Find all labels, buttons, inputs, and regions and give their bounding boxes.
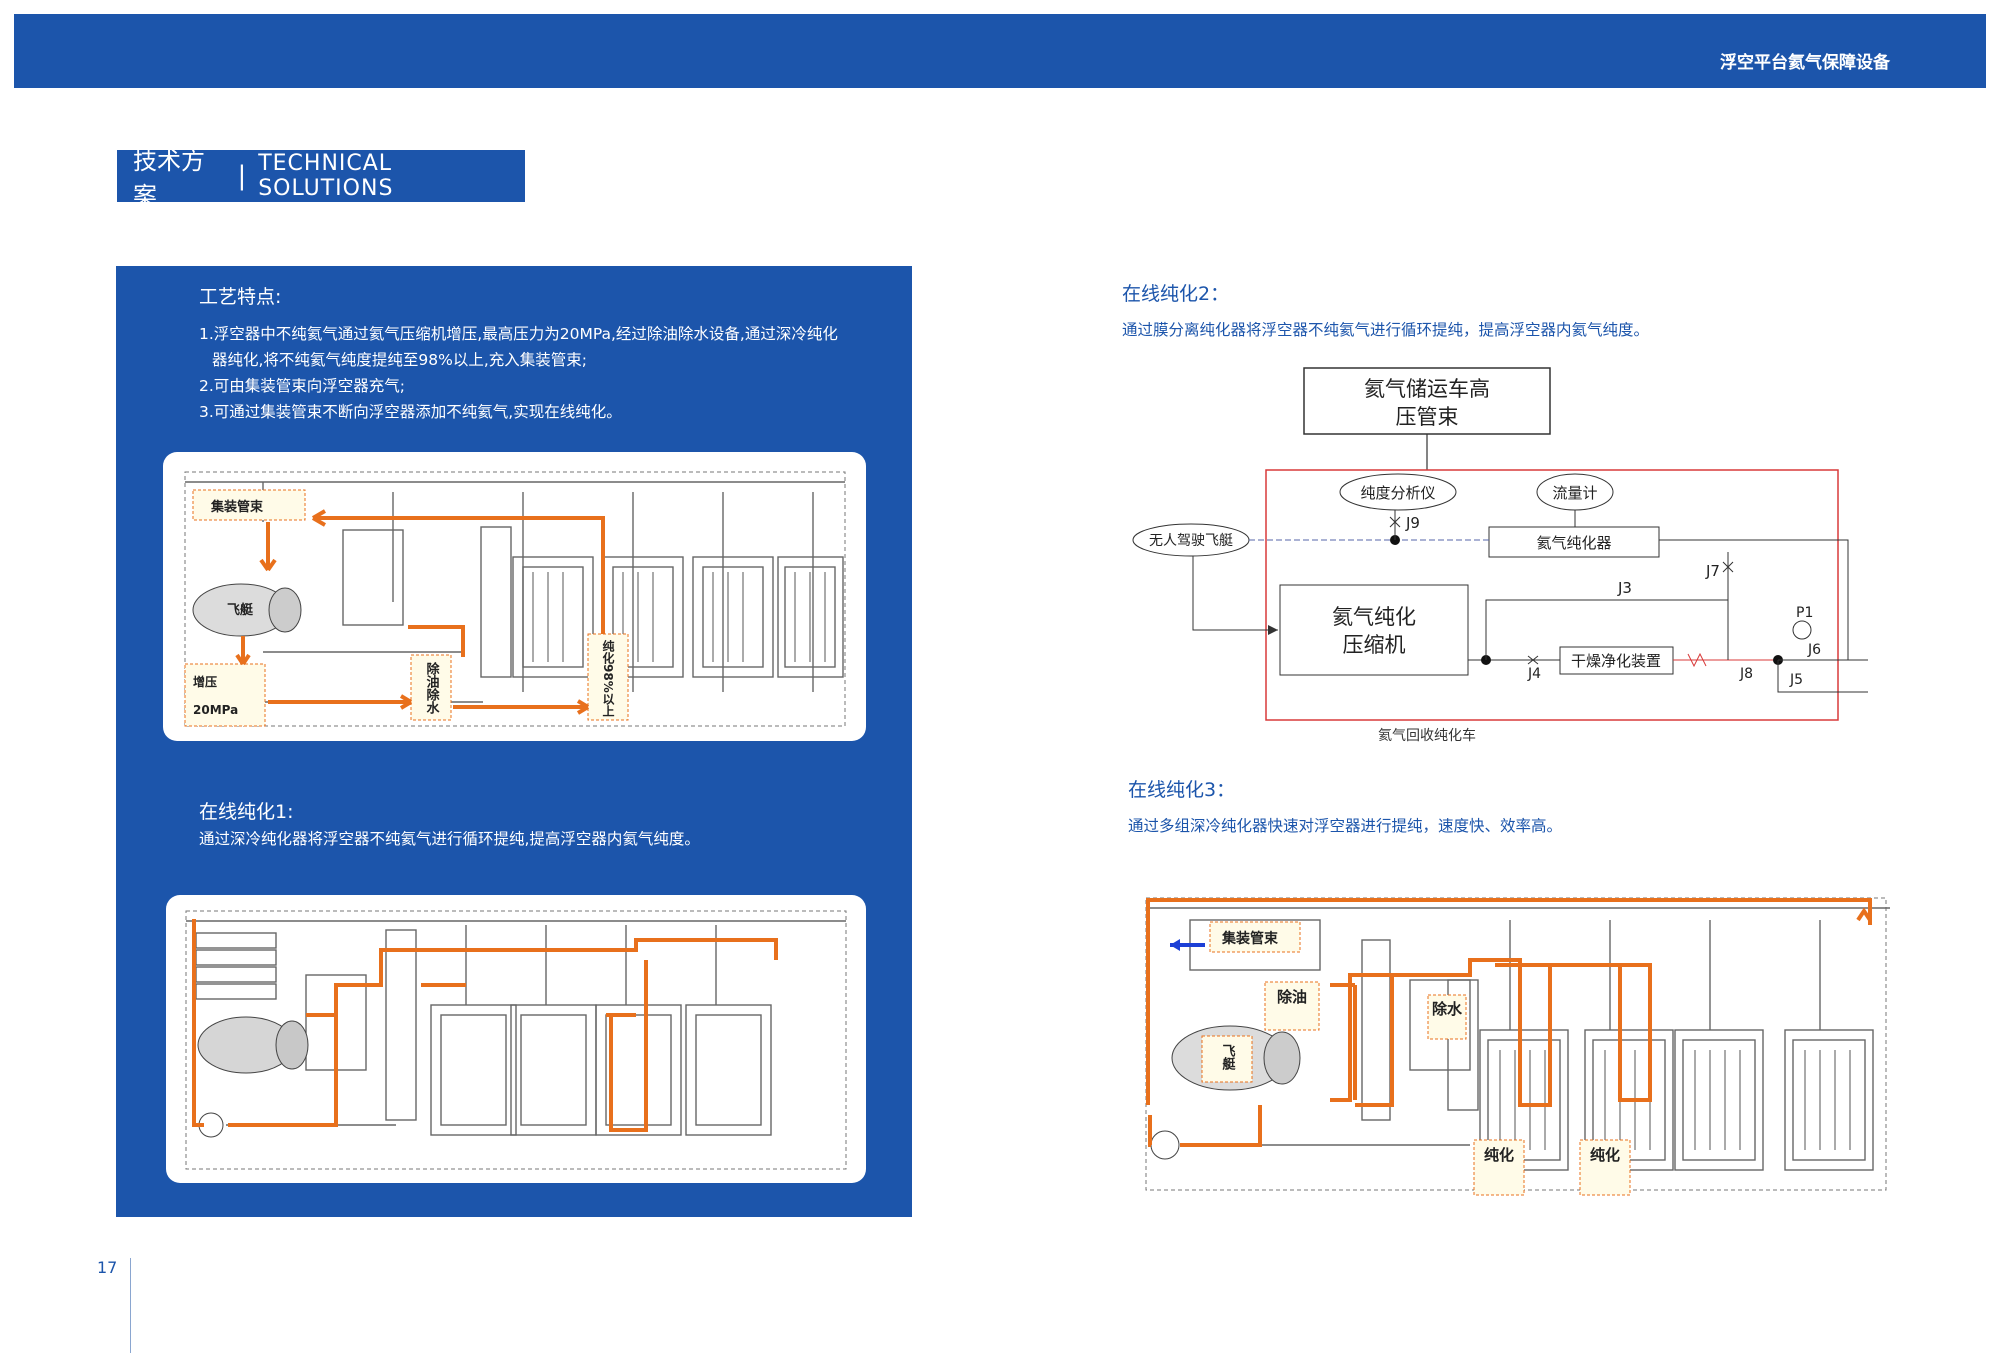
valve-j4-label: J4 [1527,666,1541,682]
section-title-cn: 技术方案 [133,147,205,210]
top-banner [14,14,1986,88]
gauge-p1-label: P1 [1796,605,1813,621]
process-point-1-cont: 器纯化,将不纯氦气纯度提纯至98%以上,充入集装管束; [212,351,588,369]
tank-label-2: 压管束 [1396,405,1459,429]
compressor-label-1: 氦气纯化 [1332,605,1416,629]
drone-label: 无人驾驶飞艇 [1149,533,1233,549]
process-diagram-card: 集装管束 飞艇 增压 20MPa 除油除水 纯化98%以上 [163,452,866,741]
valve-j5-label: J5 [1789,672,1803,688]
bundle3-label: 集装管束 [1221,930,1279,947]
membrane-flow-diagram: 氦气储运车高 压管束 纯度分析仪 流量计 无人驾驶飞艇 氦气纯化器 J9 氦气纯… [1132,367,1868,744]
boost-label: 增压 [193,674,217,689]
process-heading: 工艺特点: [199,286,282,308]
dryer-box [1559,646,1674,675]
compressor-label-2: 压缩机 [1343,633,1406,657]
section-title-en: TECHNICAL SOLUTIONS [258,151,394,201]
purity-analyzer-node [1339,473,1457,511]
compressor-box [1279,584,1469,676]
footer-divider [130,1258,131,1353]
valve-j7-label: J7 [1705,562,1720,580]
online1-diagram-card [166,895,866,1183]
process-point-3: 3.可通过集装管束不断向浮空器添加不纯氦气,实现在线纯化。 [199,403,622,421]
section-title: 技术方案 | TECHNICAL SOLUTIONS [117,147,525,210]
purity-label: 纯化98%以上 [601,639,615,717]
flowmeter-label: 流量计 [1552,484,1597,502]
section-title-separator: | [237,161,247,191]
online2-text: 通过膜分离纯化器将浮空器不纯氦气进行循环提纯，提高浮空器内氦气纯度。 [1122,321,1650,339]
water-removal-label: 除水 [1432,1000,1463,1018]
oil-water-label: 除油除水 [424,661,440,715]
oil-removal-label: 除油 [1277,988,1307,1006]
membrane-purifier-label: 氦气纯化器 [1536,534,1611,552]
valve-j9-label: J9 [1405,514,1420,532]
tank-box [1303,367,1551,435]
membrane-purifier-box [1488,526,1660,558]
vehicle-label: 氦气回收纯化车 [1378,727,1476,744]
purify-label-2: 纯化 [1590,1146,1620,1164]
process-diagram: 集装管束 飞艇 增压 20MPa 除油除水 纯化98%以上 [184,471,846,727]
purify-label-1: 纯化 [1484,1146,1514,1164]
online3-heading: 在线纯化3： [1128,779,1236,801]
valve-j6-label: J6 [1807,642,1821,658]
vehicle-frame [1265,469,1839,721]
page-number: 17 [97,1258,118,1277]
multi-purifier-diagram: 集装管束 飞艇 除油 除水 纯化 纯化 [1145,897,1890,1196]
purity-analyzer-label: 纯度分析仪 [1360,484,1435,502]
online1-text: 通过深冷纯化器将浮空器不纯氦气进行循环提纯,提高浮空器内氦气纯度。 [199,830,700,848]
process-point-1: 1.浮空器中不纯氦气通过氦气压缩机增压,最高压力为20MPa,经过除油除水设备,… [199,325,838,343]
tube-bundle-label: 集装管束 [210,499,264,515]
process-point-2: 2.可由集装管束向浮空器充气; [199,377,406,395]
online1-diagram [185,910,847,1170]
online2-heading: 在线纯化2： [1122,283,1230,305]
brand-title: 浮空平台氦气保障设备 [1720,53,1890,73]
pressure-label: 20MPa [193,703,238,717]
valve-j3-label: J3 [1617,579,1632,597]
online1-heading: 在线纯化1: [199,801,294,823]
dryer-label: 干燥净化装置 [1571,652,1661,670]
valve-j8-label: J8 [1739,666,1753,682]
airship3-label: 飞艇 [1220,1044,1237,1071]
online3-text: 通过多组深冷纯化器快速对浮空器进行提纯，速度快、效率高。 [1128,817,1563,835]
airship-label: 飞艇 [227,602,254,618]
tank-label-1: 氦气储运车高 [1364,377,1490,401]
